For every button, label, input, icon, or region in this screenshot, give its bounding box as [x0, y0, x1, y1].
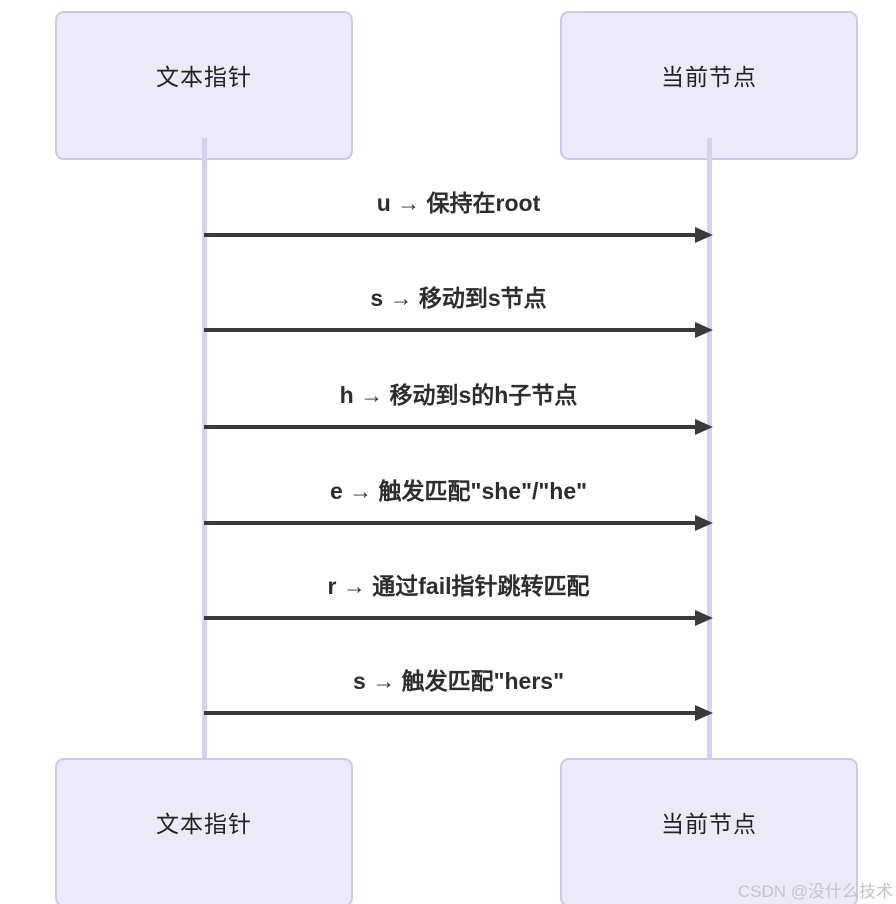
arrowhead-icon [695, 705, 713, 721]
lifeline-left [202, 138, 207, 758]
message-row: s → 触发匹配"hers" [204, 661, 713, 731]
lifeline-right [707, 138, 712, 758]
arrowhead-icon [695, 610, 713, 626]
actor-box-bottom-left: 文本指针 [55, 758, 353, 904]
message-arrow-line [204, 425, 696, 429]
message-label: h → 移动到s的h子节点 [339, 382, 578, 408]
message-arrow-line [204, 521, 696, 525]
actor-box-bottom-right: 当前节点 [560, 758, 858, 904]
message-row: r → 通过fail指针跳转匹配 [204, 566, 713, 636]
message-arrow-line [204, 616, 696, 620]
message-label: u → 保持在root [376, 190, 541, 216]
message-row: h → 移动到s的h子节点 [204, 375, 713, 445]
actor-label-right-bottom: 当前节点 [661, 810, 757, 837]
actor-label-left: 文本指针 [156, 63, 252, 90]
csdn-watermark: CSDN @没什么技术 [737, 882, 893, 901]
actor-label-left-bottom: 文本指针 [156, 810, 252, 837]
message-row: s → 移动到s节点 [204, 278, 713, 348]
arrowhead-icon [695, 515, 713, 531]
message-row: u → 保持在root [204, 183, 713, 253]
message-arrow-line [204, 233, 696, 237]
message-row: e → 触发匹配"she"/"he" [204, 471, 713, 541]
message-label: s → 移动到s节点 [370, 285, 547, 311]
arrowhead-icon [695, 227, 713, 243]
arrowhead-icon [695, 419, 713, 435]
actor-label-right: 当前节点 [661, 63, 757, 90]
arrowhead-icon [695, 322, 713, 338]
message-arrow-line [204, 328, 696, 332]
message-arrow-line [204, 711, 696, 715]
message-label: s → 触发匹配"hers" [353, 668, 564, 694]
actor-box-top-left: 文本指针 [55, 11, 353, 160]
message-label: r → 通过fail指针跳转匹配 [327, 573, 590, 599]
message-label: e → 触发匹配"she"/"he" [329, 478, 588, 504]
